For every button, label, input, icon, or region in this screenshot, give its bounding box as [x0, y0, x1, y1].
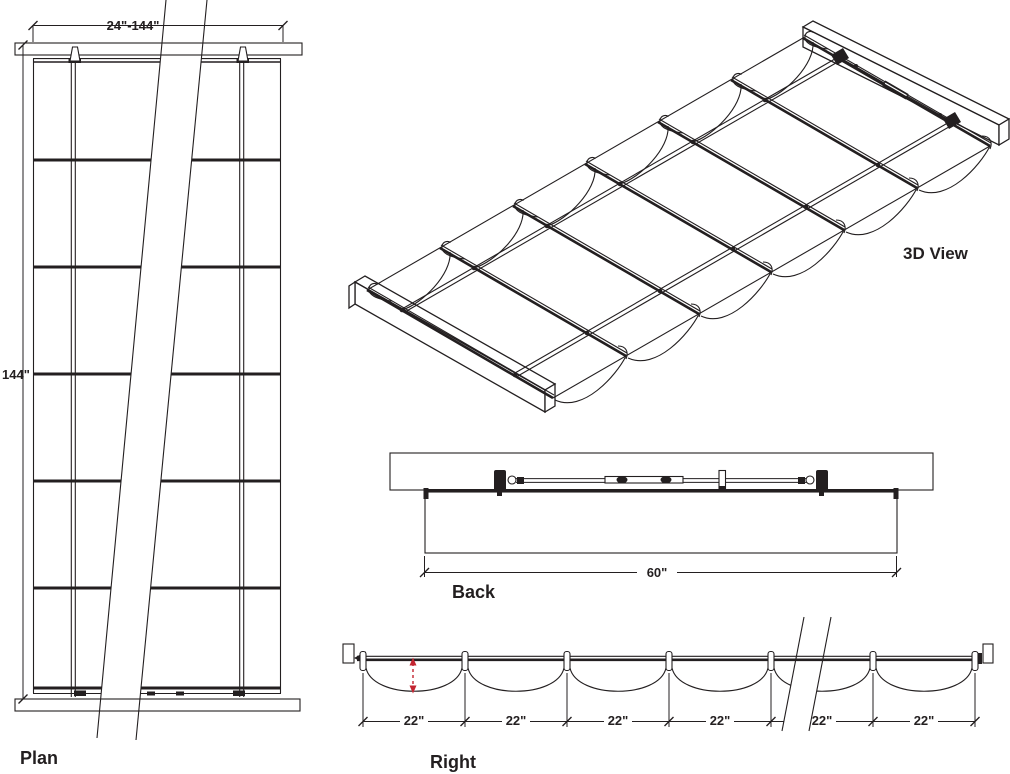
back-turnbuckle: [604, 475, 684, 484]
plan-top-pulley: [236, 46, 249, 63]
right-view: 22" 22" 22" 22" 22" 22" Right: [342, 616, 994, 772]
right-left-board-end: [342, 643, 355, 664]
plan-break-band: [100, 56, 202, 698]
back-beam-3d: [801, 20, 1010, 147]
plan-pulley: [74, 690, 86, 696]
plan-width-dimension: 24"-144": [28, 18, 288, 42]
plan-pulley: [233, 690, 245, 696]
fabric-sags-3d: [401, 41, 814, 311]
fabric-scallops-3d: [554, 145, 991, 404]
plan-height-dim-text: 144": [2, 367, 30, 382]
rail-3d: [401, 55, 955, 377]
three-d-view: 3D View: [348, 20, 1010, 414]
back-width-dimension: 60": [419, 556, 902, 580]
front-beam-3d: [348, 275, 557, 414]
plan-view-label: Plan: [20, 748, 58, 768]
sag-depth-dimension: [409, 657, 417, 694]
right-right-board-end: [982, 643, 994, 664]
plan-view: 24"-144" 144" Plan: [2, 0, 303, 768]
right-hanger-clips: [359, 650, 979, 672]
right-bay-dim-text: 22": [710, 713, 731, 728]
ribs-3d: [366, 34, 992, 400]
back-cable-assembly: [494, 469, 828, 496]
plan-bottom-board: [14, 698, 301, 712]
right-bay-dim-text: 22": [812, 713, 833, 728]
plan-break-line: [135, 0, 208, 741]
three-d-view-label: 3D View: [903, 244, 969, 263]
back-view-label: Back: [452, 582, 496, 602]
right-break-line: [781, 616, 805, 732]
fabric-left-hem-3d: [366, 37, 804, 291]
back-header-board: [389, 452, 934, 491]
plan-height-dimension: 144": [2, 40, 30, 704]
back-end-cap: [893, 488, 899, 499]
back-width-dim-text: 60": [647, 565, 668, 580]
right-bay-dim-text: 22": [608, 713, 629, 728]
back-center-clamp: [718, 469, 727, 492]
right-bay-dimensions: 22" 22" 22" 22" 22" 22": [358, 673, 980, 728]
right-bay-dim-text: 22": [914, 713, 935, 728]
right-break-line: [808, 616, 832, 732]
mounting-bracket-3d: [831, 48, 849, 65]
plan-top-board: [14, 42, 303, 56]
plan-top-pulley: [68, 46, 81, 63]
back-canopy-panel: [424, 491, 898, 554]
plan-width-dim-text: 24"-144": [107, 18, 160, 33]
back-view: 60" Back: [389, 452, 934, 602]
plan-track-left: [70, 55, 76, 697]
plan-break-line: [96, 0, 167, 739]
right-bay-dim-text: 22": [506, 713, 527, 728]
back-end-cap: [423, 488, 429, 499]
plan-cord-clamp: [176, 691, 184, 696]
back-left-bracket: [494, 470, 524, 496]
plan-track-right: [239, 55, 245, 697]
right-view-label: Right: [430, 752, 476, 772]
fabric-curls-3d: [368, 30, 992, 360]
plan-cord-clamp: [147, 691, 155, 696]
right-bay-dim-text: 22": [404, 713, 425, 728]
back-right-bracket: [798, 470, 828, 496]
